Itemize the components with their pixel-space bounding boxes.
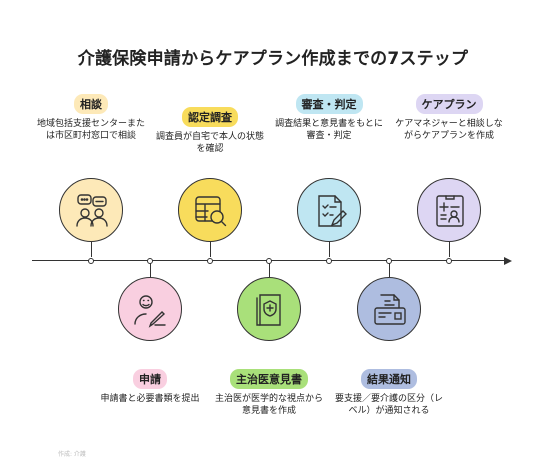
step-1-label: 相談 — [74, 94, 108, 114]
step-3-circle — [178, 178, 242, 242]
medical-document-icon — [256, 294, 281, 326]
step-7-circle — [417, 178, 481, 242]
people-chat-icon — [76, 194, 108, 227]
checklist-pen-icon — [318, 195, 347, 227]
step-2-text: 申請 申請書と必要書類を提出 — [95, 368, 205, 405]
step-5-dot — [326, 257, 332, 264]
step-7-description: ケアマネジャーと相談しながらケアプランを作成 — [395, 119, 503, 141]
step-5-connector — [328, 242, 330, 257]
step-2-label: 申請 — [133, 369, 167, 389]
step-5-label: 審査・判定 — [295, 94, 363, 114]
mail-document-icon — [374, 294, 406, 325]
step-4-circle — [237, 277, 301, 341]
step-6-label: 結果通知 — [361, 369, 417, 389]
step-4-label: 主治医意見書 — [230, 369, 308, 389]
step-3-text: 認定調査 調査員が自宅で本人の状態を確認 — [155, 106, 265, 155]
step-1-circle — [59, 178, 123, 242]
step-7-connector — [448, 242, 450, 257]
step-1-text: 相談 地域包括支援センターまたは市区町村窓口で相談 — [36, 93, 146, 142]
step-6-description: 要支援／要介護の区分（レベル）が通知される — [334, 394, 443, 416]
person-writing-icon — [134, 295, 166, 328]
step-4-text: 主治医意見書 主治医が医学的な視点から意見書を作成 — [214, 368, 324, 417]
step-2-connector — [149, 263, 151, 277]
step-5-description: 調査結果と意見書をもとに審査・判定 — [275, 119, 383, 141]
step-4-description: 主治医が医学的な視点から意見書を作成 — [214, 394, 323, 416]
step-5-circle — [297, 178, 361, 242]
timeline-arrowhead — [504, 256, 512, 265]
step-2-circle — [118, 277, 182, 341]
footnote: 作成: 介護 — [58, 451, 86, 458]
step-2-description: 申請書と必要書類を提出 — [100, 394, 200, 404]
step-1-dot — [88, 257, 94, 264]
diagram-title: 介護保険申請からケアプラン作成までの7ステップ — [77, 49, 469, 69]
step-3-dot — [207, 257, 213, 264]
step-1-description: 地域包括支援センターまたは市区町村窓口で相談 — [36, 119, 145, 141]
step-6-circle — [357, 277, 421, 341]
care-plan-icon — [436, 195, 464, 227]
step-7-text: ケアプラン ケアマネジャーと相談しながらケアプランを作成 — [394, 93, 504, 142]
step-6-text: 結果通知 要支援／要介護の区分（レベル）が通知される — [334, 368, 444, 417]
step-1-connector — [90, 242, 92, 257]
form-magnifier-icon — [195, 196, 227, 227]
step-6-connector — [388, 263, 390, 277]
step-5-text: 審査・判定 調査結果と意見書をもとに審査・判定 — [274, 93, 384, 142]
step-7-dot — [446, 257, 452, 264]
step-3-label: 認定調査 — [182, 107, 238, 127]
step-7-label: ケアプラン — [415, 94, 483, 114]
step-3-connector — [209, 242, 211, 257]
step-4-connector — [268, 263, 270, 277]
step-3-description: 調査員が自宅で本人の状態を確認 — [155, 132, 264, 154]
